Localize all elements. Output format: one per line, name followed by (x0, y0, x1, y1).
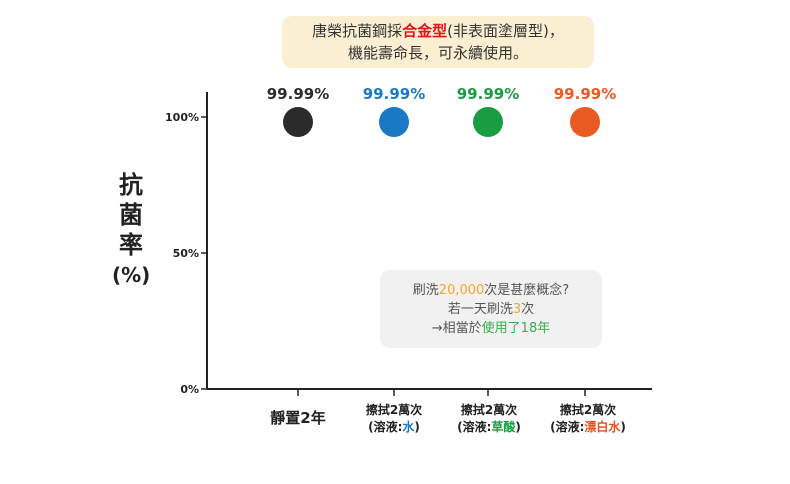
alloy-note-highlight: 合金型 (402, 22, 448, 40)
x-category-solution: 草酸 (491, 420, 516, 434)
y-tick-label: 50% (173, 247, 199, 260)
scrub-info-pre: →相當於 (431, 320, 482, 336)
x-category-post: ) (620, 420, 626, 434)
x-category-label: 靜置2年 (243, 410, 353, 427)
x-category-line1: 擦拭2萬次 (365, 403, 423, 417)
data-label: 99.99% (554, 85, 616, 103)
scrub-info-line2: 若一天刷洗3次 (448, 300, 534, 319)
data-label: 99.99% (457, 85, 519, 103)
x-category-post: ) (414, 420, 420, 434)
x-category-solution: 水 (402, 420, 415, 434)
y-tick-label: 0% (180, 383, 199, 396)
x-category-post: ) (515, 420, 521, 434)
data-point (283, 107, 313, 138)
scrub-count: 20,000 (438, 282, 485, 298)
x-category-pre: (溶液: (457, 420, 492, 434)
x-category-label: 擦拭2萬次 (溶液:草酸) (434, 402, 544, 436)
x-category-pre: (溶液: (368, 420, 403, 434)
daily-count: 3 (512, 301, 522, 317)
y-axis-title-char: 率 (119, 231, 143, 259)
y-axis-unit: (%) (112, 263, 151, 287)
y-tick-label: 100% (165, 111, 199, 124)
data-point (379, 107, 409, 138)
y-axis-title-char: 菌 (119, 201, 143, 229)
x-category-label: 擦拭2萬次 (溶液:漂白水) (533, 402, 643, 436)
alloy-note-line2: 機能壽命長，可永續使用。 (347, 44, 528, 62)
scrub-info-line1: 刷洗20,000次是甚麼概念? (413, 281, 569, 300)
scrub-info-post: 次是甚麼概念? (484, 282, 570, 298)
scrub-info-pre: 刷洗 (412, 282, 439, 298)
data-point (473, 107, 503, 138)
x-category-pre: (溶液: (550, 420, 585, 434)
x-category-label: 擦拭2萬次 (溶液:水) (339, 402, 449, 436)
x-category-line2: (溶液:草酸) (434, 419, 544, 436)
x-category-line1: 靜置2年 (270, 409, 326, 427)
data-point (570, 107, 600, 138)
alloy-note-line1: 唐榮抗菌鋼採合金型(非表面塗層型)， (312, 20, 564, 42)
scrub-info-callout: 刷洗20,000次是甚麼概念? 若一天刷洗3次 →相當於使用了18年 (380, 270, 602, 348)
x-category-solution: 漂白水 (584, 420, 621, 434)
scrub-info-pre: 若一天刷洗 (447, 301, 513, 317)
data-label: 99.99% (363, 85, 425, 103)
y-axis-title-char: 抗 (119, 171, 143, 199)
x-category-line1: 擦拭2萬次 (559, 403, 617, 417)
alloy-note-callout: 唐榮抗菌鋼採合金型(非表面塗層型)， 機能壽命長，可永續使用。 (282, 16, 594, 68)
scrub-info-line3: →相當於使用了18年 (432, 319, 550, 338)
alloy-note-post: (非表面塗層型)， (447, 22, 564, 40)
alloy-note-pre: 唐榮抗菌鋼採 (312, 22, 403, 40)
x-category-line2: (溶液:水) (339, 419, 449, 436)
data-label: 99.99% (267, 85, 329, 103)
x-category-line2: (溶液:漂白水) (533, 419, 643, 436)
y-axis-title: 抗 菌 率 (%) (112, 170, 150, 290)
years-equivalent: 使用了18年 (481, 320, 551, 336)
scrub-info-post: 次 (521, 301, 535, 317)
x-category-line1: 擦拭2萬次 (460, 403, 518, 417)
